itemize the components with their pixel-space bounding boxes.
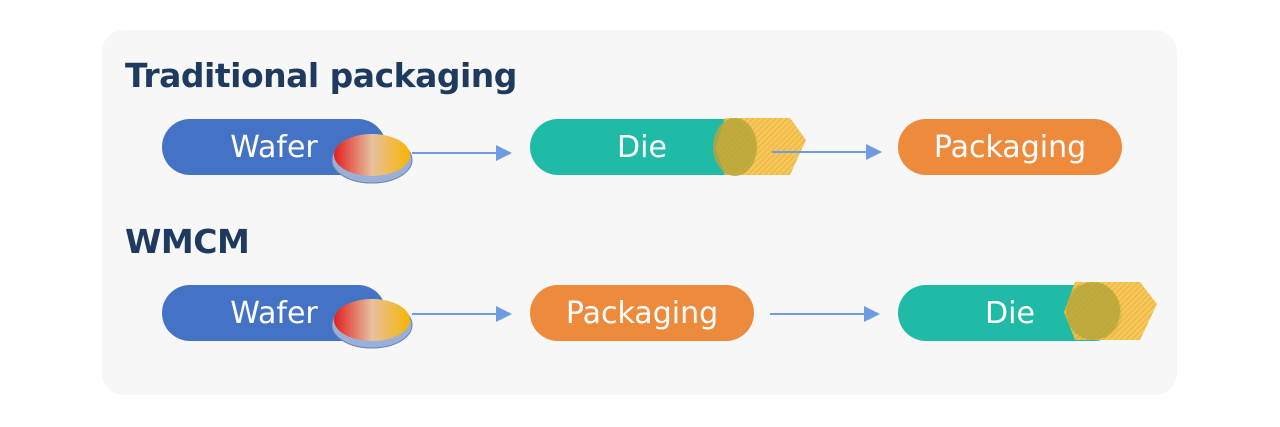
traditional-title: Traditional packaging — [125, 56, 517, 95]
wafer-step: Wafer — [162, 285, 386, 341]
die-step: Die — [530, 119, 754, 175]
die-label: Die — [985, 295, 1035, 331]
wafer-step: Wafer — [162, 119, 386, 175]
wafer-label: Wafer — [230, 129, 318, 165]
die-label: Die — [617, 129, 667, 165]
wmcm-title: WMCM — [125, 222, 250, 261]
packaging-step: Packaging — [530, 285, 754, 341]
wafer-label: Wafer — [230, 295, 318, 331]
packaging-label: Packaging — [933, 129, 1087, 165]
packaging-label: Packaging — [565, 295, 719, 331]
packaging-step: Packaging — [898, 119, 1122, 175]
die-step: Die — [898, 285, 1122, 341]
